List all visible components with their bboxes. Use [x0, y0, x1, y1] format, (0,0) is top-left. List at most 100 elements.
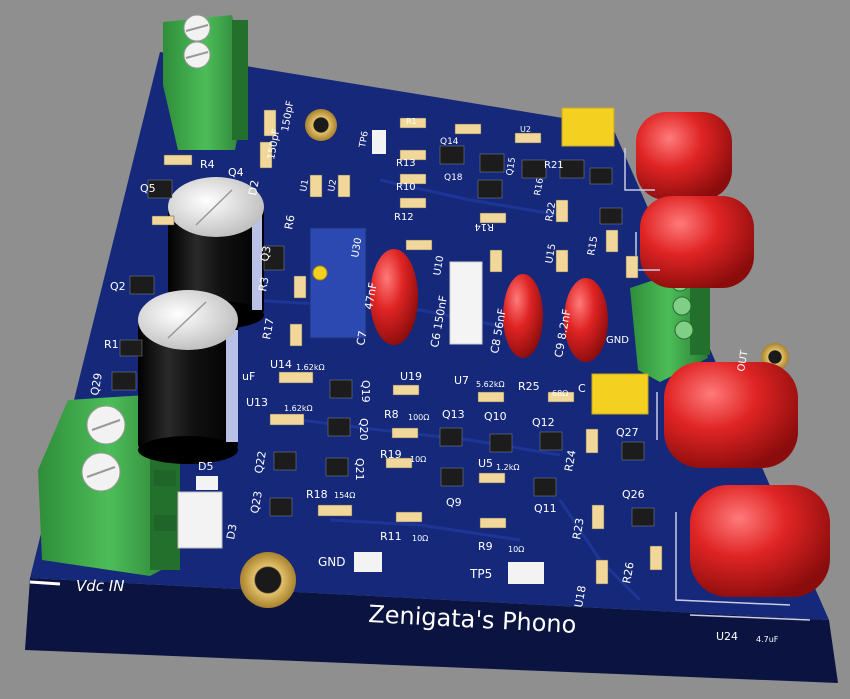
label-q29: Q29: [88, 372, 105, 397]
label-u10: U10: [432, 255, 446, 277]
label-q22: Q22: [252, 450, 269, 475]
label-u24: U24: [716, 630, 738, 643]
label-q11: Q11: [534, 502, 557, 515]
label-r6: R6: [282, 214, 297, 231]
ceramic-cap-top: [561, 107, 615, 147]
test-point-tp6: [372, 130, 386, 154]
label-u7: U7: [454, 374, 469, 387]
label-q18: Q18: [444, 173, 463, 183]
label-q15: Q15: [505, 157, 518, 177]
diode-d5: [196, 476, 218, 490]
electrolytic-cap-upper: [168, 177, 264, 329]
label-q10: Q10: [484, 410, 507, 423]
label-r22: R22: [544, 201, 558, 222]
label-u13: U13: [246, 396, 268, 409]
label-q9: Q9: [446, 496, 462, 509]
label-r11-val: 10Ω: [412, 534, 428, 543]
electrolytic-cap-lower: [138, 290, 238, 464]
film-capacitors-small: [370, 249, 608, 362]
trimmer-pot: [309, 227, 367, 339]
terminal-block-output: [630, 268, 710, 382]
label-r8-val: 100Ω: [408, 413, 429, 422]
label-r18: R18: [306, 488, 328, 501]
label-tp5: TP5: [469, 567, 492, 581]
label-u2-fragment: U2: [520, 125, 531, 134]
label-u13-val: 1.62kΩ: [284, 404, 313, 413]
label-uf: uF: [242, 370, 255, 383]
label-u24-val: 4.7uF: [756, 635, 779, 644]
label-r23: R23: [570, 517, 587, 541]
label-r10: R10: [396, 182, 416, 193]
label-out: OUT: [736, 349, 751, 373]
label-u7-val: 5.62kΩ: [476, 380, 505, 389]
label-u5-val: 1.2kΩ: [496, 463, 519, 472]
label-d3: D3: [224, 523, 239, 540]
label-q14: Q14: [440, 137, 459, 147]
label-r3: R3: [256, 276, 271, 293]
label-u5: U5: [478, 457, 493, 470]
label-u1: U1: [299, 179, 311, 193]
label-u15: U15: [544, 243, 558, 265]
label-q5: Q5: [140, 182, 156, 195]
label-150pf-a: 150pF: [280, 100, 296, 133]
label-q21: Q21: [353, 458, 366, 481]
label-r8: R8: [384, 408, 399, 421]
label-r16: R16: [533, 177, 546, 196]
ceramic-cap-mid: [591, 373, 649, 415]
label-d2: D2: [246, 179, 261, 196]
label-q26: Q26: [622, 488, 645, 501]
label-r25-val: 68Ω: [552, 389, 568, 398]
label-47nf: 47nF: [362, 281, 380, 310]
label-r18-val: 154Ω: [334, 491, 355, 500]
label-gnd: GND: [318, 555, 346, 569]
label-r19-val: 10Ω: [410, 455, 426, 464]
label-r1: R1: [104, 338, 119, 351]
label-u19: U19: [400, 370, 422, 383]
label-r11: R11: [380, 530, 402, 543]
label-u14: U14: [270, 358, 292, 371]
label-r13: R13: [396, 158, 416, 169]
mounting-hole: [305, 109, 337, 141]
label-r1-fragment: R1: [406, 117, 417, 126]
pcb-board-edge: [25, 578, 838, 683]
terminal-block-top: [163, 14, 248, 150]
mounting-hole: [240, 552, 296, 608]
label-q19: Q19: [359, 380, 372, 403]
label-c7: C7: [354, 330, 369, 347]
label-q3: Q3: [258, 245, 274, 263]
test-point-gnd: [354, 552, 382, 572]
label-r4: R4: [200, 158, 215, 171]
label-r21: R21: [544, 160, 564, 171]
label-q2: Q2: [110, 280, 126, 293]
label-r15: R15: [586, 235, 600, 256]
diode-d3: [177, 491, 223, 549]
label-u18: U18: [572, 585, 589, 609]
label-150pf-b: 150pF: [266, 128, 282, 161]
label-q23: Q23: [248, 490, 265, 515]
smd-transistors: [111, 145, 655, 527]
label-r14: R14: [474, 221, 494, 232]
label-q12: Q12: [532, 416, 555, 429]
label-q4: Q4: [228, 166, 244, 179]
label-vdc-in: Vdc IN: [76, 577, 124, 595]
vdc-in-marker: [29, 580, 61, 586]
label-u14-val: 1.62kΩ: [296, 363, 325, 372]
label-r17: R17: [260, 317, 277, 341]
label-q20: Q20: [357, 418, 370, 441]
label-r9-val: 10Ω: [508, 545, 524, 554]
test-point-tp5: [508, 562, 544, 584]
smd-resistors: [151, 109, 663, 585]
label-r24: R24: [562, 449, 579, 473]
label-r26: R26: [620, 561, 637, 585]
label-q13: Q13: [442, 408, 465, 421]
label-u2: U2: [327, 179, 339, 193]
film-capacitors-large: [636, 112, 830, 597]
label-c-fragment: C: [578, 382, 586, 395]
label-r25: R25: [518, 380, 540, 393]
label-u30: U30: [350, 237, 364, 259]
label-r19: R19: [380, 448, 402, 461]
label-tp6: TP6: [358, 130, 371, 149]
label-q27: Q27: [616, 426, 639, 439]
film-cap-c6: [449, 261, 483, 345]
